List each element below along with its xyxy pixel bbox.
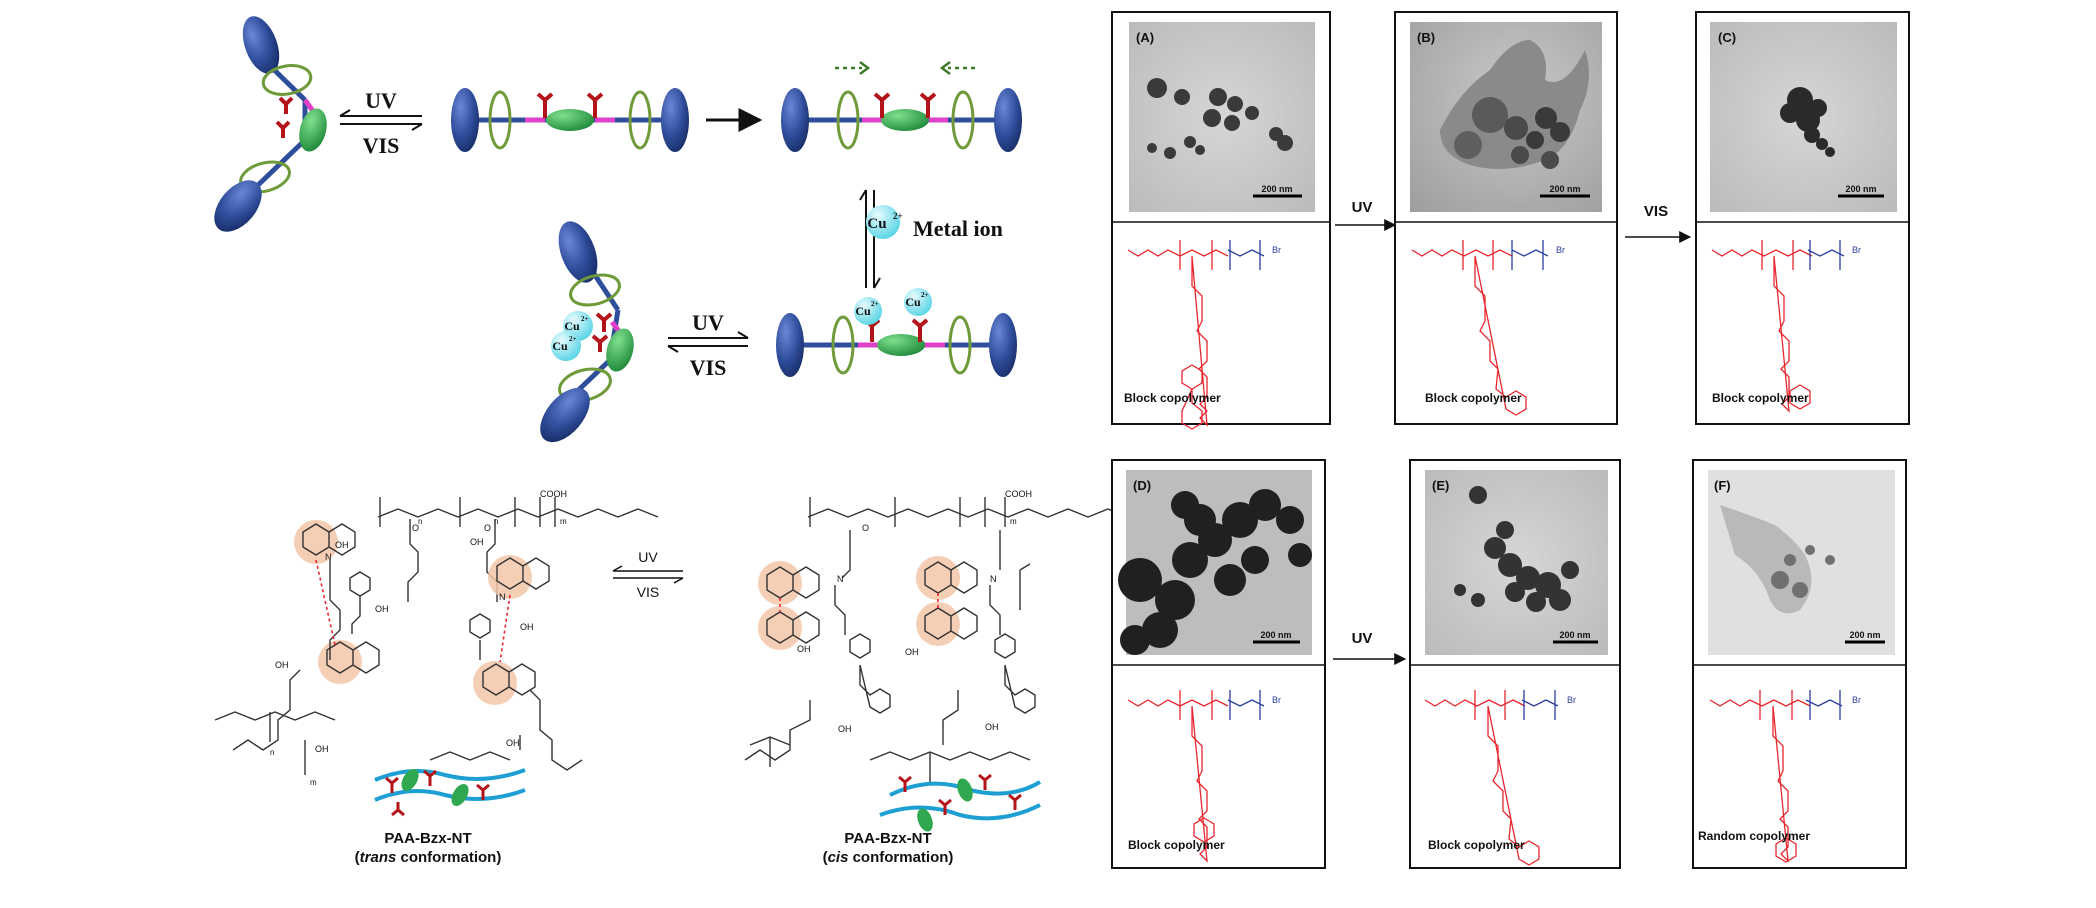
panel-label-e: (E): [1432, 478, 1449, 493]
cu-ion-charge-4: 2+: [921, 291, 929, 299]
oh-label-1: OH: [335, 540, 349, 550]
panel-label-f: (F): [1714, 478, 1731, 493]
oh-label-5: OH: [470, 537, 484, 547]
uv-label-3: UV: [638, 549, 658, 565]
br-label-f: Br: [1852, 695, 1861, 705]
trans-name: PAA-Bzx-NT: [384, 830, 471, 847]
panel-label-a: (A): [1136, 30, 1154, 45]
cu-ion-text-1: Cu: [564, 319, 580, 333]
panel-label-d: (D): [1133, 478, 1151, 493]
n-label-3: N: [837, 574, 844, 584]
br-label-b: Br: [1556, 245, 1565, 255]
caption-b: Block copolymer: [1425, 391, 1522, 405]
linear-rotaxane: [451, 88, 689, 152]
equilibrium-arrows-1: UV VIS: [339, 88, 423, 158]
polymer-structures: [214, 497, 1169, 832]
br-label-d: Br: [1272, 695, 1281, 705]
n-label-2: N: [499, 592, 506, 602]
tem-panels: 200 nm 200 nm 200 nm 200 nm 200 nm 200 n…: [1111, 11, 1910, 869]
bent-rotaxane-cu: Cu 2+ Cu 2+: [540, 221, 634, 443]
caption-a: Block copolymer: [1124, 391, 1221, 405]
br-label-c: Br: [1852, 245, 1861, 255]
arrow-label-uv-2: UV: [1352, 630, 1373, 647]
scale-label-b: 200 nm: [1549, 184, 1580, 194]
oh-label-10: OH: [838, 724, 852, 734]
n-sub-2: n: [494, 517, 498, 526]
oh-label-8: OH: [797, 644, 811, 654]
oh-label-6: OH: [315, 744, 329, 754]
cu-ion-charge-3: 2+: [871, 300, 879, 308]
equilibrium-arrows-2: UV VIS: [667, 310, 749, 380]
m-sub-2: m: [1010, 517, 1017, 526]
n-sub-3: n: [270, 748, 274, 757]
cu-ion-charge-1: 2+: [581, 315, 589, 323]
cooh-label-1: COOH: [540, 489, 567, 499]
cooh-label-2: COOH: [1005, 489, 1032, 499]
br-label-a: Br: [1272, 245, 1281, 255]
caption-e: Block copolymer: [1428, 838, 1525, 852]
metal-ion-label: Metal ion: [913, 216, 1003, 241]
vis-label-2: VIS: [690, 355, 727, 380]
panel-label-c: (C): [1718, 30, 1736, 45]
scale-label-a: 200 nm: [1261, 184, 1292, 194]
m-sub-3: m: [310, 778, 317, 787]
vis-label-3: VIS: [637, 584, 660, 600]
arrow-label-vis: VIS: [1644, 203, 1668, 220]
oh-label-11: OH: [985, 722, 999, 732]
cu-ion-text: Cu: [867, 216, 886, 232]
cu-ion-charge-2: 2+: [569, 335, 577, 343]
caption-c: Block copolymer: [1712, 391, 1809, 405]
cis-conformation: (cis conformation): [823, 849, 954, 866]
panel-arrows: UV VIS UV: [1333, 199, 1692, 665]
scale-label-e: 200 nm: [1559, 630, 1590, 640]
contracted-rotaxane: [781, 61, 1022, 152]
oh-label-3: OH: [275, 660, 289, 670]
scale-label-f: 200 nm: [1849, 630, 1880, 640]
tem-image-a: [1129, 22, 1315, 212]
o-label-1: O: [412, 523, 419, 533]
structure-labels: COOH COOH OH OH OH OH OH OH OH OH OH OH …: [270, 489, 1032, 866]
cis-structure: [744, 497, 1169, 832]
uv-label-2: UV: [692, 310, 724, 335]
scale-label-c: 200 nm: [1845, 184, 1876, 194]
oh-label-7: OH: [506, 738, 520, 748]
metal-ion-equilibrium: Cu 2+ Metal ion: [859, 189, 1003, 289]
n-label-4: N: [990, 574, 997, 584]
scale-label-d: 200 nm: [1260, 630, 1291, 640]
oh-label-2: OH: [375, 604, 389, 614]
cis-name: PAA-Bzx-NT: [844, 830, 931, 847]
bent-rotaxane: [214, 16, 327, 232]
tem-image-f: [1708, 470, 1895, 655]
caption-d: Block copolymer: [1128, 838, 1225, 852]
oh-label-9: OH: [905, 647, 919, 657]
o-label-3: O: [862, 523, 869, 533]
n-label-1: N: [325, 552, 332, 562]
o-label-2: O: [484, 523, 491, 533]
trans-conformation: (trans conformation): [355, 849, 502, 866]
uv-label-1: UV: [365, 88, 397, 113]
panel-label-b: (B): [1417, 30, 1435, 45]
linear-rotaxane-cu: Cu 2+ Cu 2+: [776, 288, 1017, 377]
cu-ion-charge: 2+: [893, 211, 903, 221]
br-label-e: Br: [1567, 695, 1576, 705]
vis-label-1: VIS: [363, 133, 400, 158]
caption-f: Random copolymer: [1698, 829, 1810, 843]
cu-ion-text-2: Cu: [552, 339, 568, 353]
oh-label-4: OH: [520, 622, 534, 632]
cu-ion-text-3: Cu: [855, 304, 871, 318]
arrow-label-uv-1: UV: [1352, 199, 1373, 216]
rotaxane-scheme: UV VIS: [214, 16, 1022, 443]
n-sub-1: n: [418, 517, 422, 526]
cu-ion-text-4: Cu: [905, 295, 921, 309]
m-sub-1: m: [560, 517, 567, 526]
trans-structure: [214, 497, 659, 817]
